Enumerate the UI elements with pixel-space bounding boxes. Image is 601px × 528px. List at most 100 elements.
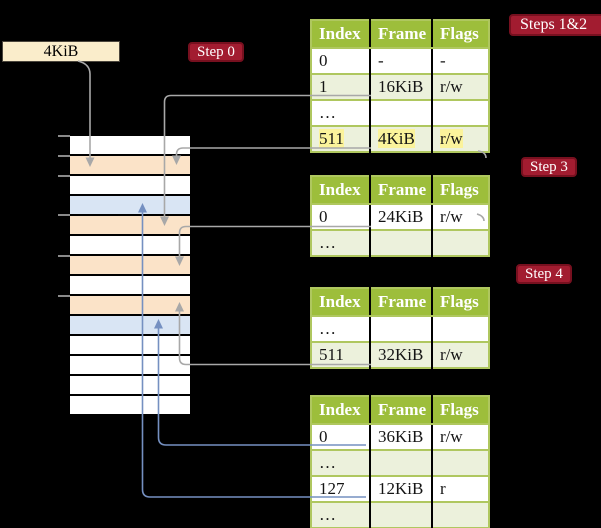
table-row: 511 32KiB r/w [311,341,489,368]
table-cell: 36KiB [369,424,432,450]
table-cell: 0 [311,204,370,230]
badge-step-3: Step 3 [521,157,577,177]
table-cell: r/w [431,125,489,152]
badge-step-3-label: Step 3 [530,159,568,175]
table-cell [369,449,432,476]
table-cell: 16KiB [369,73,432,100]
table-cell-value: … [319,453,336,472]
address-tick [58,155,70,157]
table-cell: r/w [431,73,489,100]
table-cell [369,501,432,528]
table-cell: r/w [431,424,489,450]
table-cell-value: 12KiB [378,479,424,498]
memory-row-mapped-page [70,196,190,214]
table-row: … [311,316,489,342]
table-cell: 511 [311,341,370,368]
frame-address-label: 4KiB [43,43,79,60]
badge-step-4: Step 4 [516,264,572,284]
table-cell-value: - [378,51,384,70]
table-cell-value: 1 [319,77,328,96]
memory-row-free [70,176,190,194]
column-header-frame: Frame [369,20,432,49]
table-cell-value: 0 [319,207,328,226]
column-header-index: Index [311,176,370,205]
table-cell [369,229,432,256]
table-cell-value: - [440,51,446,70]
memory-stack [70,136,190,416]
column-header-frame: Frame [369,396,432,425]
table-cell [431,501,489,528]
table-cell-value: 16KiB [378,77,424,96]
table-cell-value: … [319,103,336,122]
table-cell: … [311,316,370,342]
address-tick [58,175,70,177]
column-header-index: Index [311,396,370,425]
table-cell: … [311,229,370,256]
column-header-index: Index [311,20,370,49]
table-cell-value: 4KiB [378,129,415,148]
table-cell: … [311,99,370,126]
column-header-flags: Flags [431,396,489,425]
table-cell-value: … [319,505,336,524]
table-cell-value: 32KiB [378,345,424,364]
table-cell-value: 0 [319,51,328,70]
table-cell [431,316,489,342]
badge-step-4-label: Step 4 [525,266,563,282]
table-cell-value: r [440,479,446,498]
column-header-index: Index [311,288,370,317]
table-cell-value: 24KiB [378,207,424,226]
memory-row-free [70,336,190,354]
table-cell: 12KiB [369,475,432,502]
memory-row-free [70,376,190,394]
badge-steps-1-2: Steps 1&2 [509,14,601,36]
column-header-flags: Flags [431,20,489,49]
table-cell-value: 0 [319,427,328,446]
table-cell: - [431,48,489,74]
column-header-frame: Frame [369,288,432,317]
table-cell: 0 [311,48,370,74]
badge-steps-1-2-label: Steps 1&2 [520,16,588,33]
frame-address-box: 4KiB [2,41,120,62]
table-cell: 4KiB [369,125,432,152]
memory-row-page-table [70,256,190,274]
table-cell [431,229,489,256]
table-cell: 32KiB [369,341,432,368]
table-cell: 24KiB [369,204,432,230]
table-cell: … [311,501,370,528]
table-row: 0 36KiB r/w [311,424,489,450]
table-cell: - [369,48,432,74]
address-tick [58,255,70,257]
table-cell-value: r/w [440,427,463,446]
table-row: 0 - - [311,48,489,74]
table-cell [369,99,432,126]
table-row: … [311,449,489,476]
table-cell-value: 511 [319,129,344,148]
table-cell: 1 [311,73,370,100]
memory-row-free [70,276,190,294]
table-row: … [311,501,489,528]
table-cell: r/w [431,341,489,368]
address-tick [58,135,70,137]
badge-step-0-label: Step 0 [197,44,235,60]
table-cell: r [431,475,489,502]
table-cell: 0 [311,424,370,450]
memory-row-free [70,396,190,414]
table-cell-value: … [319,233,336,252]
memory-row-page-table [70,216,190,234]
table-row: 511 4KiB r/w [311,125,489,152]
memory-row-free [70,356,190,374]
table-cell [369,316,432,342]
address-tick [58,214,70,216]
memory-row-free [70,236,190,254]
table-cell-value: 36KiB [378,427,424,446]
table-row: 1 16KiB r/w [311,73,489,100]
